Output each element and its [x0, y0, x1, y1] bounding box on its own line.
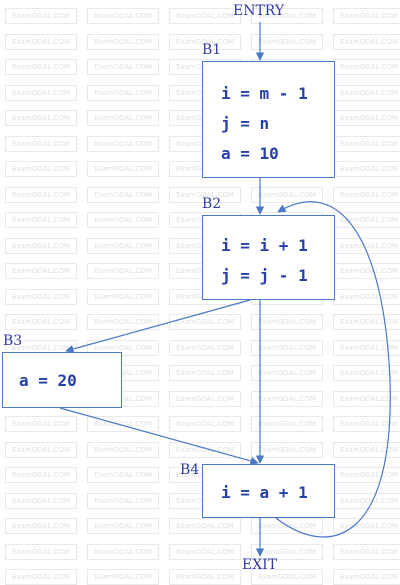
b1-line-2: j = n: [221, 114, 270, 133]
block-b3-label: B3: [3, 333, 23, 349]
edge-b3-b4: [59, 407, 259, 466]
b2-line-1: i = i + 1: [221, 236, 308, 255]
b3-line-1: a = 20: [19, 371, 77, 390]
block-b3: a = 20: [2, 352, 122, 408]
block-b1-label: B1: [202, 42, 222, 58]
exit-label: EXIT: [242, 557, 278, 573]
block-b4-label: B4: [180, 462, 200, 478]
block-b4: i = a + 1: [202, 464, 335, 518]
b1-line-3: a = 10: [221, 144, 279, 163]
edge-b4-b2-loop: [275, 201, 391, 538]
block-b2-label: B2: [202, 196, 222, 212]
b2-line-2: j = j - 1: [221, 266, 308, 285]
entry-label: ENTRY: [233, 3, 285, 19]
block-b2: i = i + 1 j = j - 1: [202, 215, 335, 300]
b1-line-1: i = m - 1: [221, 84, 308, 103]
edge-b2-b3: [65, 299, 251, 354]
b4-line-1: i = a + 1: [221, 483, 308, 502]
block-b1: i = m - 1 j = n a = 10: [202, 61, 335, 178]
